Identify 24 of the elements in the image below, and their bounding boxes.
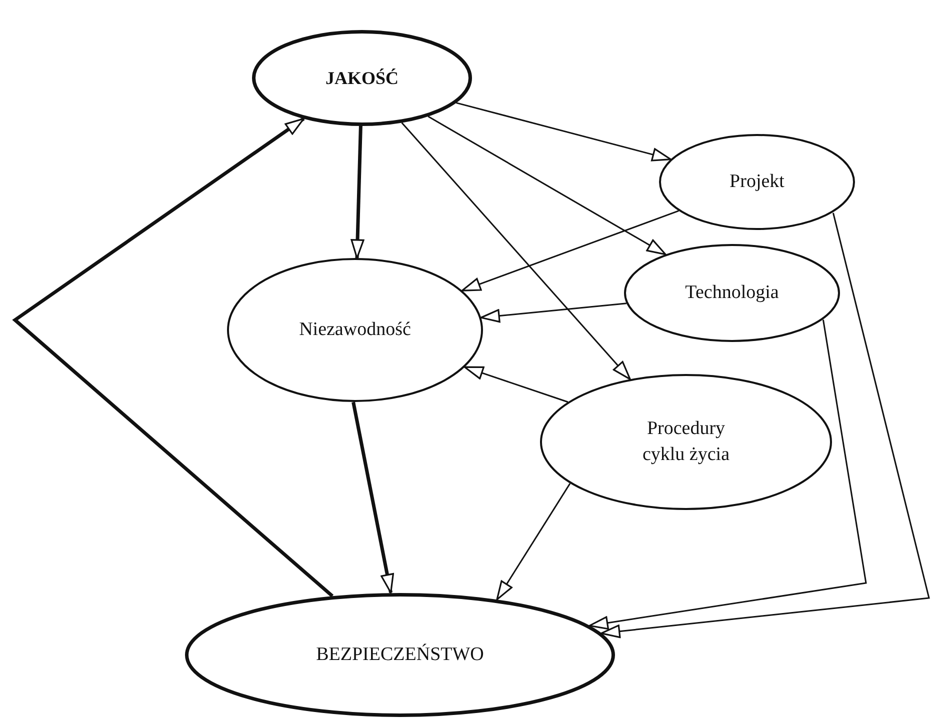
arrow bbox=[496, 483, 571, 600]
arrow bbox=[456, 102, 672, 162]
ellipse-node bbox=[659, 134, 855, 230]
node-label: Procedury cyklu życia bbox=[641, 416, 731, 467]
ellipse-node bbox=[540, 374, 832, 510]
ellipse-node bbox=[227, 258, 483, 402]
ellipse-node bbox=[252, 30, 472, 126]
arrow bbox=[588, 320, 867, 630]
ellipse-node bbox=[624, 244, 840, 342]
arrow bbox=[12, 117, 334, 598]
arrow bbox=[352, 402, 394, 594]
node-label: BEZPIECZEŃSTWO bbox=[315, 642, 485, 667]
node-label: Technologia bbox=[684, 280, 780, 305]
arrow bbox=[480, 302, 626, 323]
arrow bbox=[461, 210, 679, 292]
arrow bbox=[350, 126, 364, 259]
ellipse-node bbox=[185, 593, 615, 717]
arrow bbox=[600, 212, 930, 638]
node-label: JAKOŚĆ bbox=[324, 66, 400, 90]
node-label: Niezawodność bbox=[298, 318, 412, 342]
node-label: Projekt bbox=[728, 170, 786, 194]
arrow bbox=[401, 122, 631, 380]
arrow bbox=[464, 366, 568, 403]
arrow bbox=[428, 116, 666, 256]
